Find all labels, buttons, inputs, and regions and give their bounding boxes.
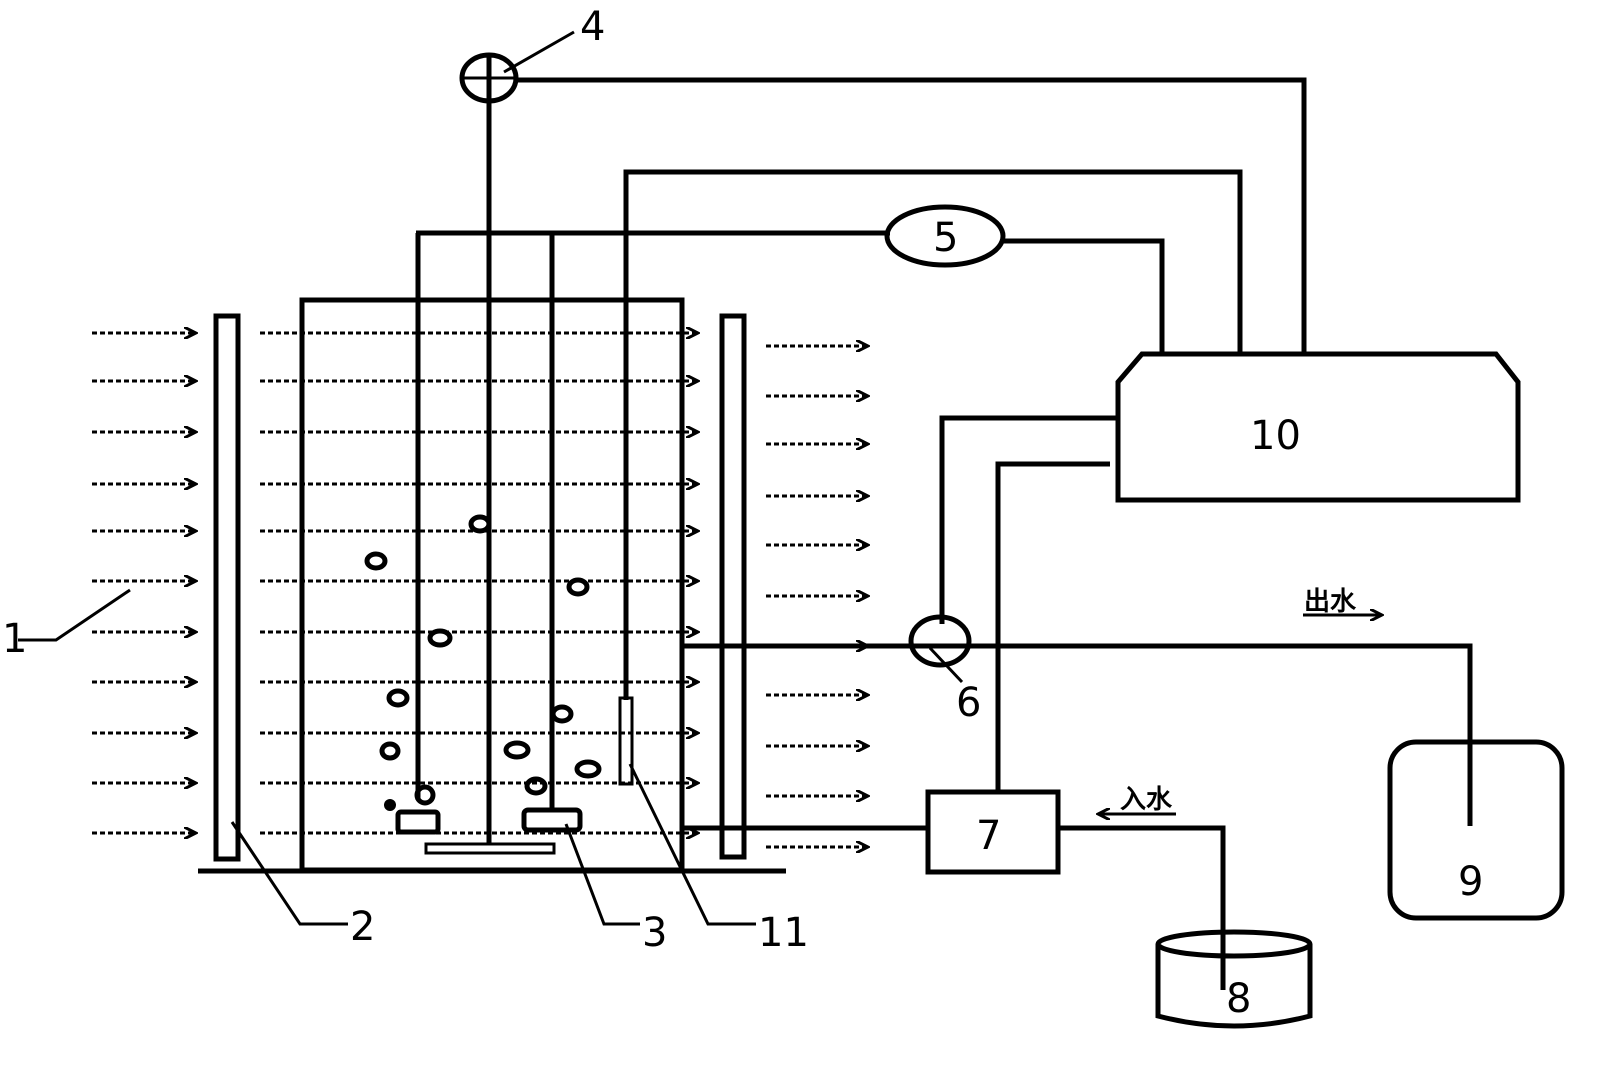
controller-box <box>1115 351 1521 503</box>
label-8: 8 <box>1226 976 1251 1022</box>
leader-line-6 <box>928 646 964 684</box>
air-pump <box>884 204 1006 268</box>
valve-control-line <box>939 415 1118 624</box>
leader-line-4 <box>503 30 575 74</box>
outlet-water-label: 出水 <box>1304 587 1357 617</box>
aerator-bubble <box>414 784 436 806</box>
algae-particles <box>364 514 602 796</box>
outlet-pipe <box>682 643 1473 826</box>
leader-line-11 <box>628 763 756 926</box>
leader-line-1 <box>18 588 131 642</box>
outflow-arrows <box>766 346 868 847</box>
label-11: 11 <box>758 910 809 956</box>
effluent-tank <box>1387 739 1565 921</box>
inflow-arrows <box>92 333 196 833</box>
reactor-tank <box>299 297 685 873</box>
outlet-valve <box>908 614 972 668</box>
aerator-bubble <box>384 799 396 811</box>
aerator-stone-right <box>521 807 583 833</box>
label-4: 4 <box>580 4 605 50</box>
inlet-pump <box>925 789 1061 875</box>
right-light-panel <box>719 313 747 860</box>
sensor-probe <box>618 696 634 786</box>
sensor-cable <box>623 169 1243 700</box>
label-2: 2 <box>350 904 375 950</box>
label-9: 9 <box>1458 859 1483 905</box>
air-pump-control-line <box>1003 238 1165 354</box>
leader-line-3 <box>564 823 640 926</box>
pump-control-line <box>995 461 1110 792</box>
label-6: 6 <box>956 680 981 726</box>
inlet-pipe-from-tank8 <box>1058 825 1226 990</box>
label-10: 10 <box>1250 413 1301 459</box>
leader-line-2 <box>230 821 348 926</box>
label-3: 3 <box>642 910 667 956</box>
label-5: 5 <box>933 215 958 261</box>
motor-control-line <box>516 77 1307 354</box>
aerator-stone-left <box>395 809 441 835</box>
influent-bucket <box>1155 929 1313 1029</box>
stirrer-paddle <box>424 842 556 855</box>
inlet-water-label: 入水 <box>1120 785 1173 815</box>
label-1: 1 <box>2 616 27 662</box>
label-7: 7 <box>976 813 1001 859</box>
left-light-panel <box>213 313 241 862</box>
